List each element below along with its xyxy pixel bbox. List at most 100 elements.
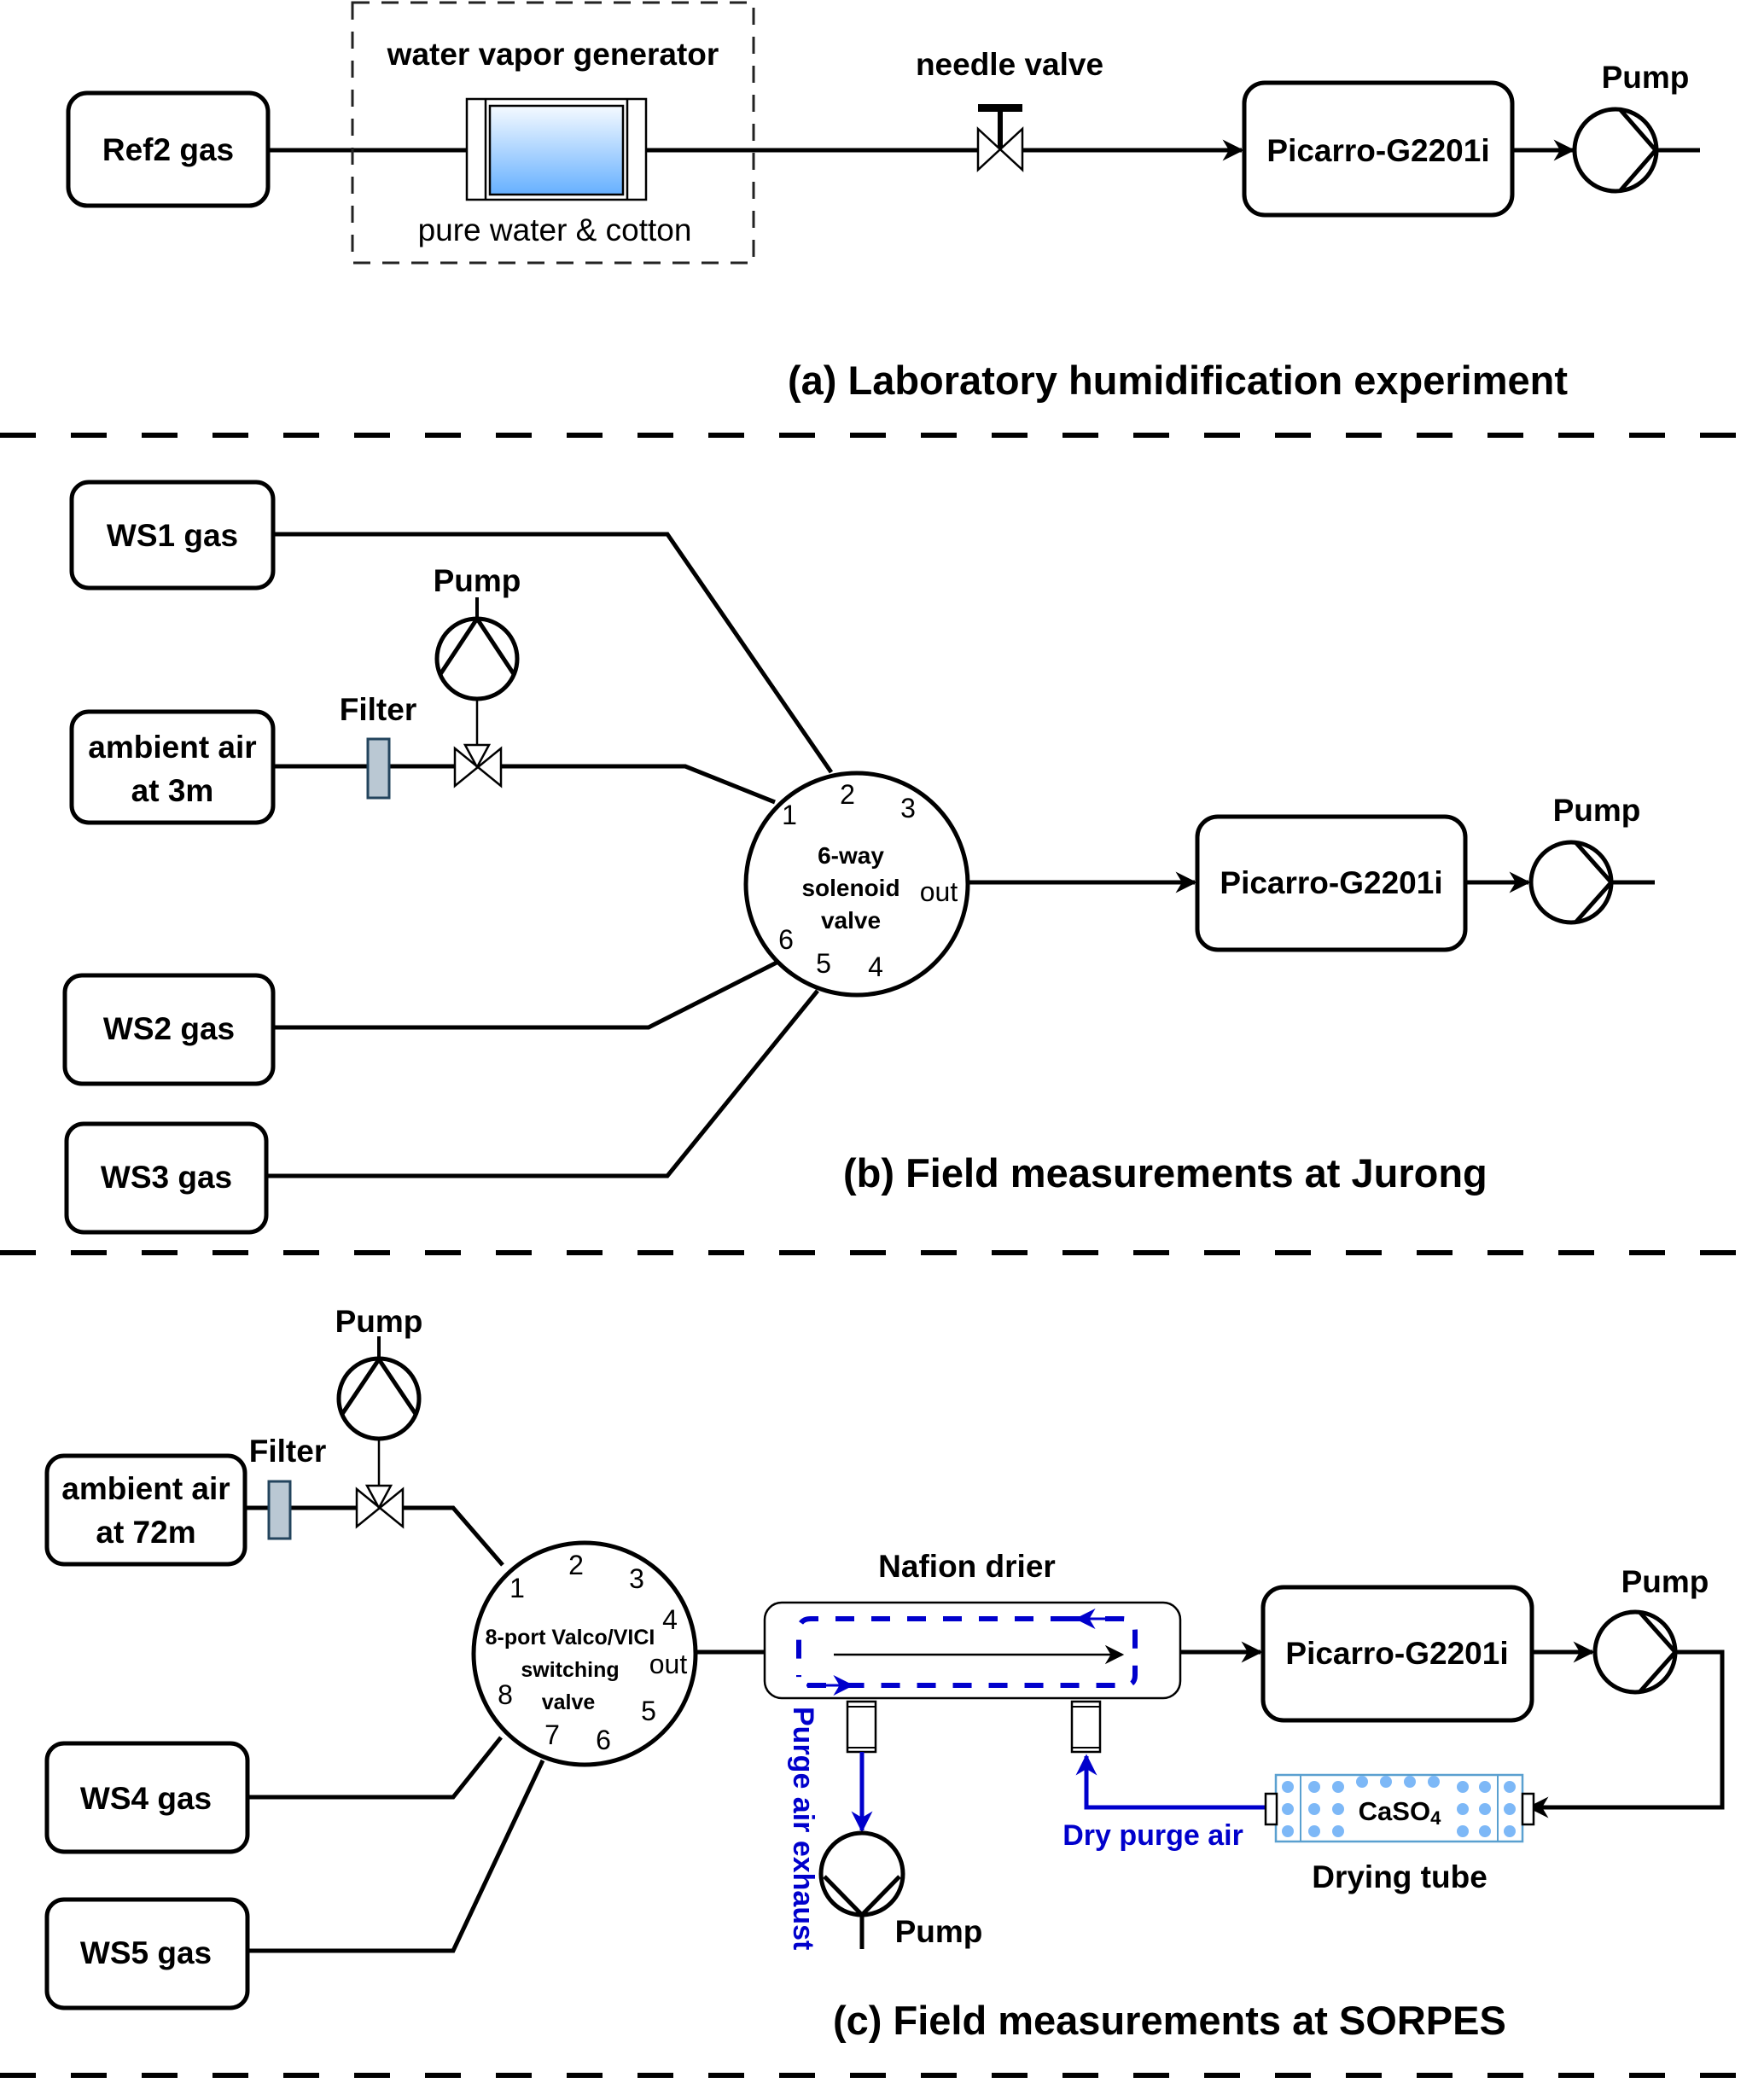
ws2-gas-box	[62, 973, 276, 1086]
exhaust-pump-icon	[818, 1830, 905, 1949]
pipe-ws2-to-valve	[273, 960, 778, 1030]
ws1-gas-box	[69, 480, 276, 591]
drier-exhaust-port	[846, 1700, 877, 1754]
valve-c-port-4: 4	[662, 1604, 678, 1635]
valve-c-name-line2: switching	[521, 1658, 619, 1682]
ref2-gas-label: Ref2 gas	[102, 132, 234, 167]
three-way-valve-b-icon	[453, 743, 503, 788]
ambient-air-72m-box	[44, 1453, 247, 1567]
desiccant-dot	[1332, 1825, 1344, 1837]
drying-tube-label: Drying tube	[1312, 1859, 1487, 1894]
valve-c-port-3: 3	[629, 1563, 644, 1594]
analyzer-a-box	[1242, 80, 1515, 218]
valve-c-out-label: out	[649, 1649, 688, 1679]
desiccant-dot	[1308, 1803, 1320, 1815]
ws4-gas-label: WS4 gas	[80, 1781, 212, 1816]
valve-c-port-7: 7	[544, 1719, 560, 1750]
desiccant-dot	[1457, 1781, 1469, 1793]
panel-c: Pump ambient air at 72m Filter 1 2 3 4 5…	[44, 1304, 1725, 2043]
desiccant-dot	[1380, 1776, 1392, 1788]
ambient-air-3m-line2: at 3m	[131, 773, 214, 808]
pump-b-icon	[1528, 840, 1615, 925]
purge-exhaust-label: Purge air exhaust	[787, 1707, 819, 1950]
valve-c-port-8: 8	[498, 1679, 513, 1710]
valve-b-port-3: 3	[900, 793, 916, 823]
desiccant-dot	[1504, 1803, 1516, 1815]
pump-a-label: Pump	[1602, 60, 1690, 95]
valve-b-name-line2: solenoid	[801, 875, 899, 901]
valve-c-port-5: 5	[641, 1696, 656, 1726]
desiccant-label: CaSO4	[1359, 1796, 1441, 1829]
desiccant-dot	[1404, 1776, 1416, 1788]
inlet-pump-b-label: Pump	[434, 563, 521, 598]
pipe-ws4-to-valve	[247, 1736, 503, 1800]
filter-b-icon	[366, 737, 391, 800]
ambient-air-72m-line1: ambient air	[61, 1471, 230, 1506]
valve-c-port-1: 1	[509, 1573, 525, 1603]
desiccant-dot	[1282, 1825, 1294, 1837]
ws3-gas-label: WS3 gas	[101, 1160, 232, 1195]
valve-c-name-line3: valve	[542, 1690, 596, 1714]
filter-b-label: Filter	[340, 692, 416, 727]
desiccant-dot	[1504, 1825, 1516, 1837]
pump-c-label: Pump	[1621, 1564, 1709, 1599]
desiccant-dot	[1332, 1803, 1344, 1815]
pipe-tee-to-valve	[501, 764, 776, 805]
ws1-gas-label: WS1 gas	[107, 518, 238, 553]
inlet-pump-c-label: Pump	[335, 1304, 423, 1339]
desiccant-dot	[1332, 1781, 1344, 1793]
valve-b-port-5: 5	[816, 948, 831, 979]
pipe-ws3-to-valve	[266, 989, 819, 1178]
six-way-solenoid-valve	[743, 771, 970, 998]
inlet-pump-c-icon	[336, 1336, 422, 1491]
desiccant-dot	[1428, 1776, 1440, 1788]
ambient-air-3m-box	[69, 709, 276, 825]
ws2-gas-label: WS2 gas	[103, 1011, 235, 1046]
valve-b-port-4: 4	[868, 951, 883, 982]
pump-b-label: Pump	[1553, 793, 1641, 828]
pipe-ws1-to-valve	[273, 532, 834, 774]
needle-valve-icon	[976, 104, 1024, 172]
panel-b-title: (b) Field measurements at Jurong	[843, 1150, 1487, 1196]
water-vapor-generator-boundary	[351, 1, 755, 265]
ws5-gas-label: WS5 gas	[80, 1935, 212, 1970]
ambient-air-3m-line1: ambient air	[88, 730, 256, 765]
ambient-air-72m-line2: at 72m	[96, 1515, 195, 1550]
dry-purge-air-label: Dry purge air	[1062, 1819, 1243, 1852]
water-cartridge-icon	[465, 97, 648, 201]
ws4-gas-box	[44, 1741, 250, 1854]
valve-b-name-line3: valve	[821, 907, 881, 934]
pump-a-icon	[1572, 107, 1659, 194]
drier-purge-inlet-port	[1070, 1700, 1102, 1754]
valve-b-port-1: 1	[782, 800, 797, 830]
analyzer-c-box	[1260, 1585, 1534, 1723]
desiccant-subscript: 4	[1430, 1807, 1441, 1829]
generator-caption: pure water & cotton	[418, 212, 692, 247]
valve-b-name-line1: 6-way	[818, 842, 884, 869]
purge-flow-loop	[796, 1609, 1138, 1696]
pipe-ws5-to-valve	[247, 1759, 545, 1953]
desiccant-dot	[1282, 1803, 1294, 1815]
drying-tube-icon	[1264, 1773, 1535, 1843]
valve-b-port-2: 2	[840, 779, 855, 810]
desiccant-dot	[1479, 1825, 1491, 1837]
needle-valve-label: needle valve	[916, 47, 1103, 82]
desiccant-dot	[1308, 1781, 1320, 1793]
panel-b: WS1 gas Pump ambient air at 3m Filter 1 …	[62, 480, 1655, 1235]
ref2-gas-box	[66, 90, 271, 208]
valve-c-port-2: 2	[568, 1550, 584, 1580]
pipe-tee-to-valve-c	[403, 1505, 504, 1567]
desiccant-dot	[1308, 1825, 1320, 1837]
analyzer-a-label: Picarro-G2201i	[1266, 133, 1489, 168]
panel-c-title: (c) Field measurements at SORPES	[833, 1998, 1506, 2043]
pipe-pump-to-drying-tube	[1527, 1650, 1725, 1818]
desiccant-dot	[1479, 1803, 1491, 1815]
water-vapor-generator-label: water vapor generator	[387, 37, 719, 72]
panel-a-title: (a) Laboratory humidification experiment	[788, 358, 1568, 403]
analyzer-b-label: Picarro-G2201i	[1220, 865, 1442, 900]
desiccant-formula: CaSO	[1359, 1796, 1430, 1826]
filter-c-label: Filter	[249, 1434, 326, 1469]
desiccant-dot	[1457, 1825, 1469, 1837]
analyzer-b-box	[1195, 814, 1468, 952]
